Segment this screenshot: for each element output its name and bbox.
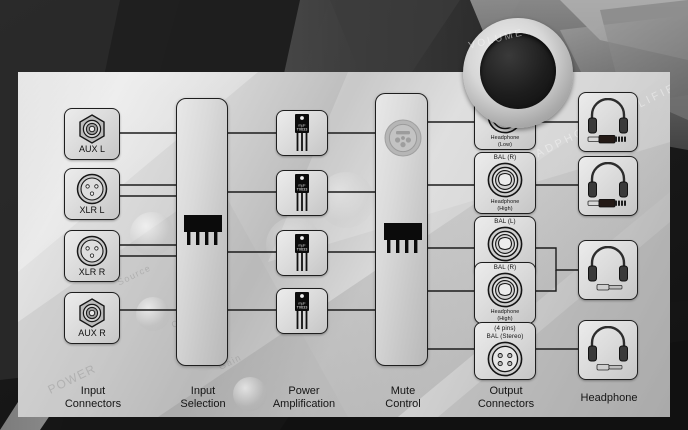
ic-chip-icon	[384, 223, 422, 253]
power-amp-stage-2[interactable]: mµF T0633	[276, 170, 328, 216]
output-sub-label: Headphone (High)	[490, 199, 520, 212]
connector-label: AUX R	[78, 327, 106, 338]
output-top-label: BAL (L)	[494, 218, 516, 226]
volume-knob[interactable]	[463, 18, 573, 128]
svg-text:T0633: T0633	[297, 128, 308, 132]
output-connector-bal-stereo[interactable]: (4 pins) BAL (Stereo)	[474, 322, 536, 380]
connector-label: XLR L	[79, 204, 105, 215]
xlr-output-icon	[487, 162, 523, 198]
input-connector-aux-r[interactable]: AUX R	[64, 292, 120, 344]
headphone-icon	[588, 326, 628, 371]
input-selection-block[interactable]	[176, 98, 228, 366]
xlr-output-icon	[487, 226, 523, 262]
transistor-icon: mµF T0633	[295, 292, 309, 329]
rca-jack-icon	[79, 113, 105, 144]
input-connector-xlr-l[interactable]: XLR L	[64, 168, 120, 220]
power-amp-stage-1[interactable]: mµF T0633	[276, 110, 328, 156]
transistor-icon: mµF T0633	[295, 234, 309, 271]
rca-jack-icon	[79, 297, 105, 328]
transistor-icon: mµF T0633	[295, 174, 309, 211]
output-sub-label: Headphone (High)	[490, 309, 520, 322]
connector-label: XLR R	[78, 266, 106, 277]
connector-label: AUX L	[78, 143, 105, 154]
output-top-label: (4 pins) BAL (Stereo)	[486, 325, 524, 340]
output-top-label: BAL (R)	[493, 264, 517, 272]
xlr4-output-icon	[487, 341, 523, 377]
svg-text:T0633: T0633	[297, 248, 308, 252]
headphone-output-1[interactable]	[578, 92, 638, 152]
xlr-output-icon	[487, 272, 523, 308]
headphone-output-4[interactable]	[578, 320, 638, 380]
svg-text:T0633: T0633	[297, 188, 308, 192]
input-connector-xlr-r[interactable]: XLR R	[64, 230, 120, 282]
output-sub-label: Headphone (Low)	[490, 135, 520, 148]
headphone-icon	[588, 246, 628, 291]
transistor-icon: mµF T0633	[295, 114, 309, 151]
mute-control-block[interactable]	[375, 93, 428, 366]
output-connector-bal-r-high[interactable]: BAL (R) Headphone (High)	[474, 152, 536, 214]
output-top-label: BAL (R)	[493, 154, 517, 162]
headphone-icon	[587, 162, 628, 208]
mute-relay-icon	[384, 119, 422, 157]
power-amp-stage-3[interactable]: mµF T0633	[276, 230, 328, 276]
headphone-icon	[587, 98, 628, 144]
ic-chip-icon	[184, 215, 222, 245]
svg-text:T0633: T0633	[297, 306, 308, 310]
headphone-output-3[interactable]	[578, 240, 638, 300]
xlr-jack-icon	[76, 173, 108, 205]
power-amp-stage-4[interactable]: mµF T0633	[276, 288, 328, 334]
input-connector-aux-l[interactable]: AUX L	[64, 108, 120, 160]
xlr-jack-icon	[76, 235, 108, 267]
headphone-output-2[interactable]	[578, 156, 638, 216]
output-connector-bal-r-high-2[interactable]: BAL (R) Headphone (High)	[474, 262, 536, 324]
